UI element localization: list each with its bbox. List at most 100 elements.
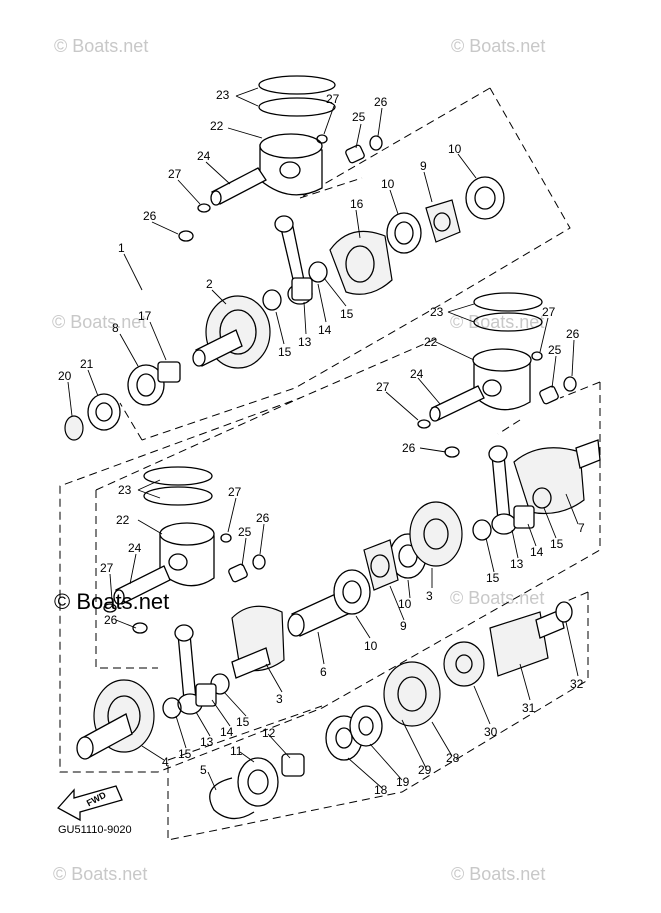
callout: 22 [424, 335, 438, 349]
assembly-outline-crankshaft [59, 337, 601, 773]
shaft-6 [287, 591, 349, 637]
watermark: © Boats.net [53, 864, 148, 884]
piston-rings-top [258, 75, 336, 117]
watermark: © Boats.net [451, 36, 546, 56]
callout: 20 [58, 369, 72, 383]
crank-web-7 [513, 439, 601, 515]
fwd-arrow-icon [56, 785, 123, 822]
bearings-top-right [386, 176, 505, 254]
callout: 9 [420, 159, 427, 173]
assembly-outline-cylinder-3 [95, 397, 521, 669]
callout: 12 [262, 726, 276, 740]
callout: 3 [426, 589, 433, 603]
piston-mid [472, 348, 532, 411]
crank-end-4 [76, 679, 155, 760]
callout: 15 [550, 537, 564, 551]
callout: 10 [364, 639, 378, 653]
callout: 29 [418, 763, 432, 777]
callout: 26 [104, 613, 118, 627]
diagram-code: GU51110-9020 [58, 824, 132, 836]
callout: 15 [486, 571, 500, 585]
callout: 27 [542, 305, 556, 319]
watermark: © Boats.net [54, 36, 149, 56]
callout: 25 [548, 343, 562, 357]
callout: 25 [238, 525, 252, 539]
bearing-8-seal-21 [64, 361, 181, 441]
clips-washers-low [103, 533, 266, 634]
callout: 16 [350, 197, 364, 211]
callout: 15 [340, 307, 354, 321]
callout: 27 [100, 561, 114, 575]
callout: 13 [298, 335, 312, 349]
watermark: © Boats.net [52, 312, 147, 332]
callout: 6 [320, 665, 327, 679]
callout: 4 [162, 755, 169, 769]
crank-gear-9 [363, 539, 399, 591]
callout: 17 [138, 309, 152, 323]
seal-32 [555, 601, 573, 623]
callout: 10 [381, 177, 395, 191]
callout: 14 [318, 323, 332, 337]
callout: 30 [484, 725, 498, 739]
callout: 22 [116, 513, 130, 527]
callout: 24 [410, 367, 424, 381]
callout: 26 [566, 327, 580, 341]
callout: 10 [398, 597, 412, 611]
leader-lines [67, 87, 579, 791]
callout: 27 [228, 485, 242, 499]
piston-rings-mid [473, 292, 543, 332]
seals-15-top [262, 261, 328, 311]
watermark: © Boats.net [451, 864, 546, 884]
piston-pin-top [210, 167, 267, 206]
callout: 5 [200, 763, 207, 777]
watermark: © Boats.net [450, 588, 545, 608]
crank-web-16 [329, 230, 393, 295]
piston-rings-low [143, 466, 213, 506]
piston-low [159, 522, 215, 587]
bearing-10-lower [333, 533, 427, 615]
watermark-center: © Boats.net [54, 589, 170, 614]
coupler-31 [489, 609, 565, 677]
clips-washers-top [178, 134, 383, 242]
callout: 19 [396, 775, 410, 789]
clip-5 [209, 777, 255, 820]
conrod-mid [488, 445, 517, 535]
seals-15-low [162, 673, 230, 719]
callout: 8 [112, 321, 119, 335]
callout: 23 [216, 88, 230, 102]
watermark: © Boats.net [450, 312, 545, 332]
callout: 31 [522, 701, 536, 715]
piston-pin-mid [429, 385, 485, 422]
bearing-11 [237, 757, 279, 807]
callout: 26 [256, 511, 270, 525]
callout-labels: 23 27 26 25 22 24 27 9 10 10 26 16 1 2 1… [58, 88, 585, 797]
callout: 27 [168, 167, 182, 181]
callout: 26 [143, 209, 157, 223]
washers-18-19 [325, 705, 383, 761]
callout: 24 [128, 541, 142, 555]
callout: 28 [446, 751, 460, 765]
callout: 26 [402, 441, 416, 455]
callout: 25 [352, 110, 366, 124]
callout: 27 [326, 92, 340, 106]
callout: 24 [197, 149, 211, 163]
callout: 7 [578, 521, 585, 535]
callout: 13 [200, 735, 214, 749]
seals-15-mid [472, 487, 552, 541]
callout: 23 [118, 483, 132, 497]
callout: 9 [400, 619, 407, 633]
callout: 15 [278, 345, 292, 359]
callout: 26 [374, 95, 388, 109]
callout: 2 [206, 277, 213, 291]
crank-web-3-right [409, 501, 463, 567]
callout: 14 [530, 545, 544, 559]
callout: 13 [510, 557, 524, 571]
callout: 32 [570, 677, 584, 691]
assembly-outline-cylinder-1 [119, 87, 571, 441]
crank-web-2 [192, 295, 271, 369]
rotor-28 [383, 661, 441, 727]
callout: 18 [374, 783, 388, 797]
callout: 11 [230, 744, 243, 758]
piston-top [259, 133, 323, 196]
